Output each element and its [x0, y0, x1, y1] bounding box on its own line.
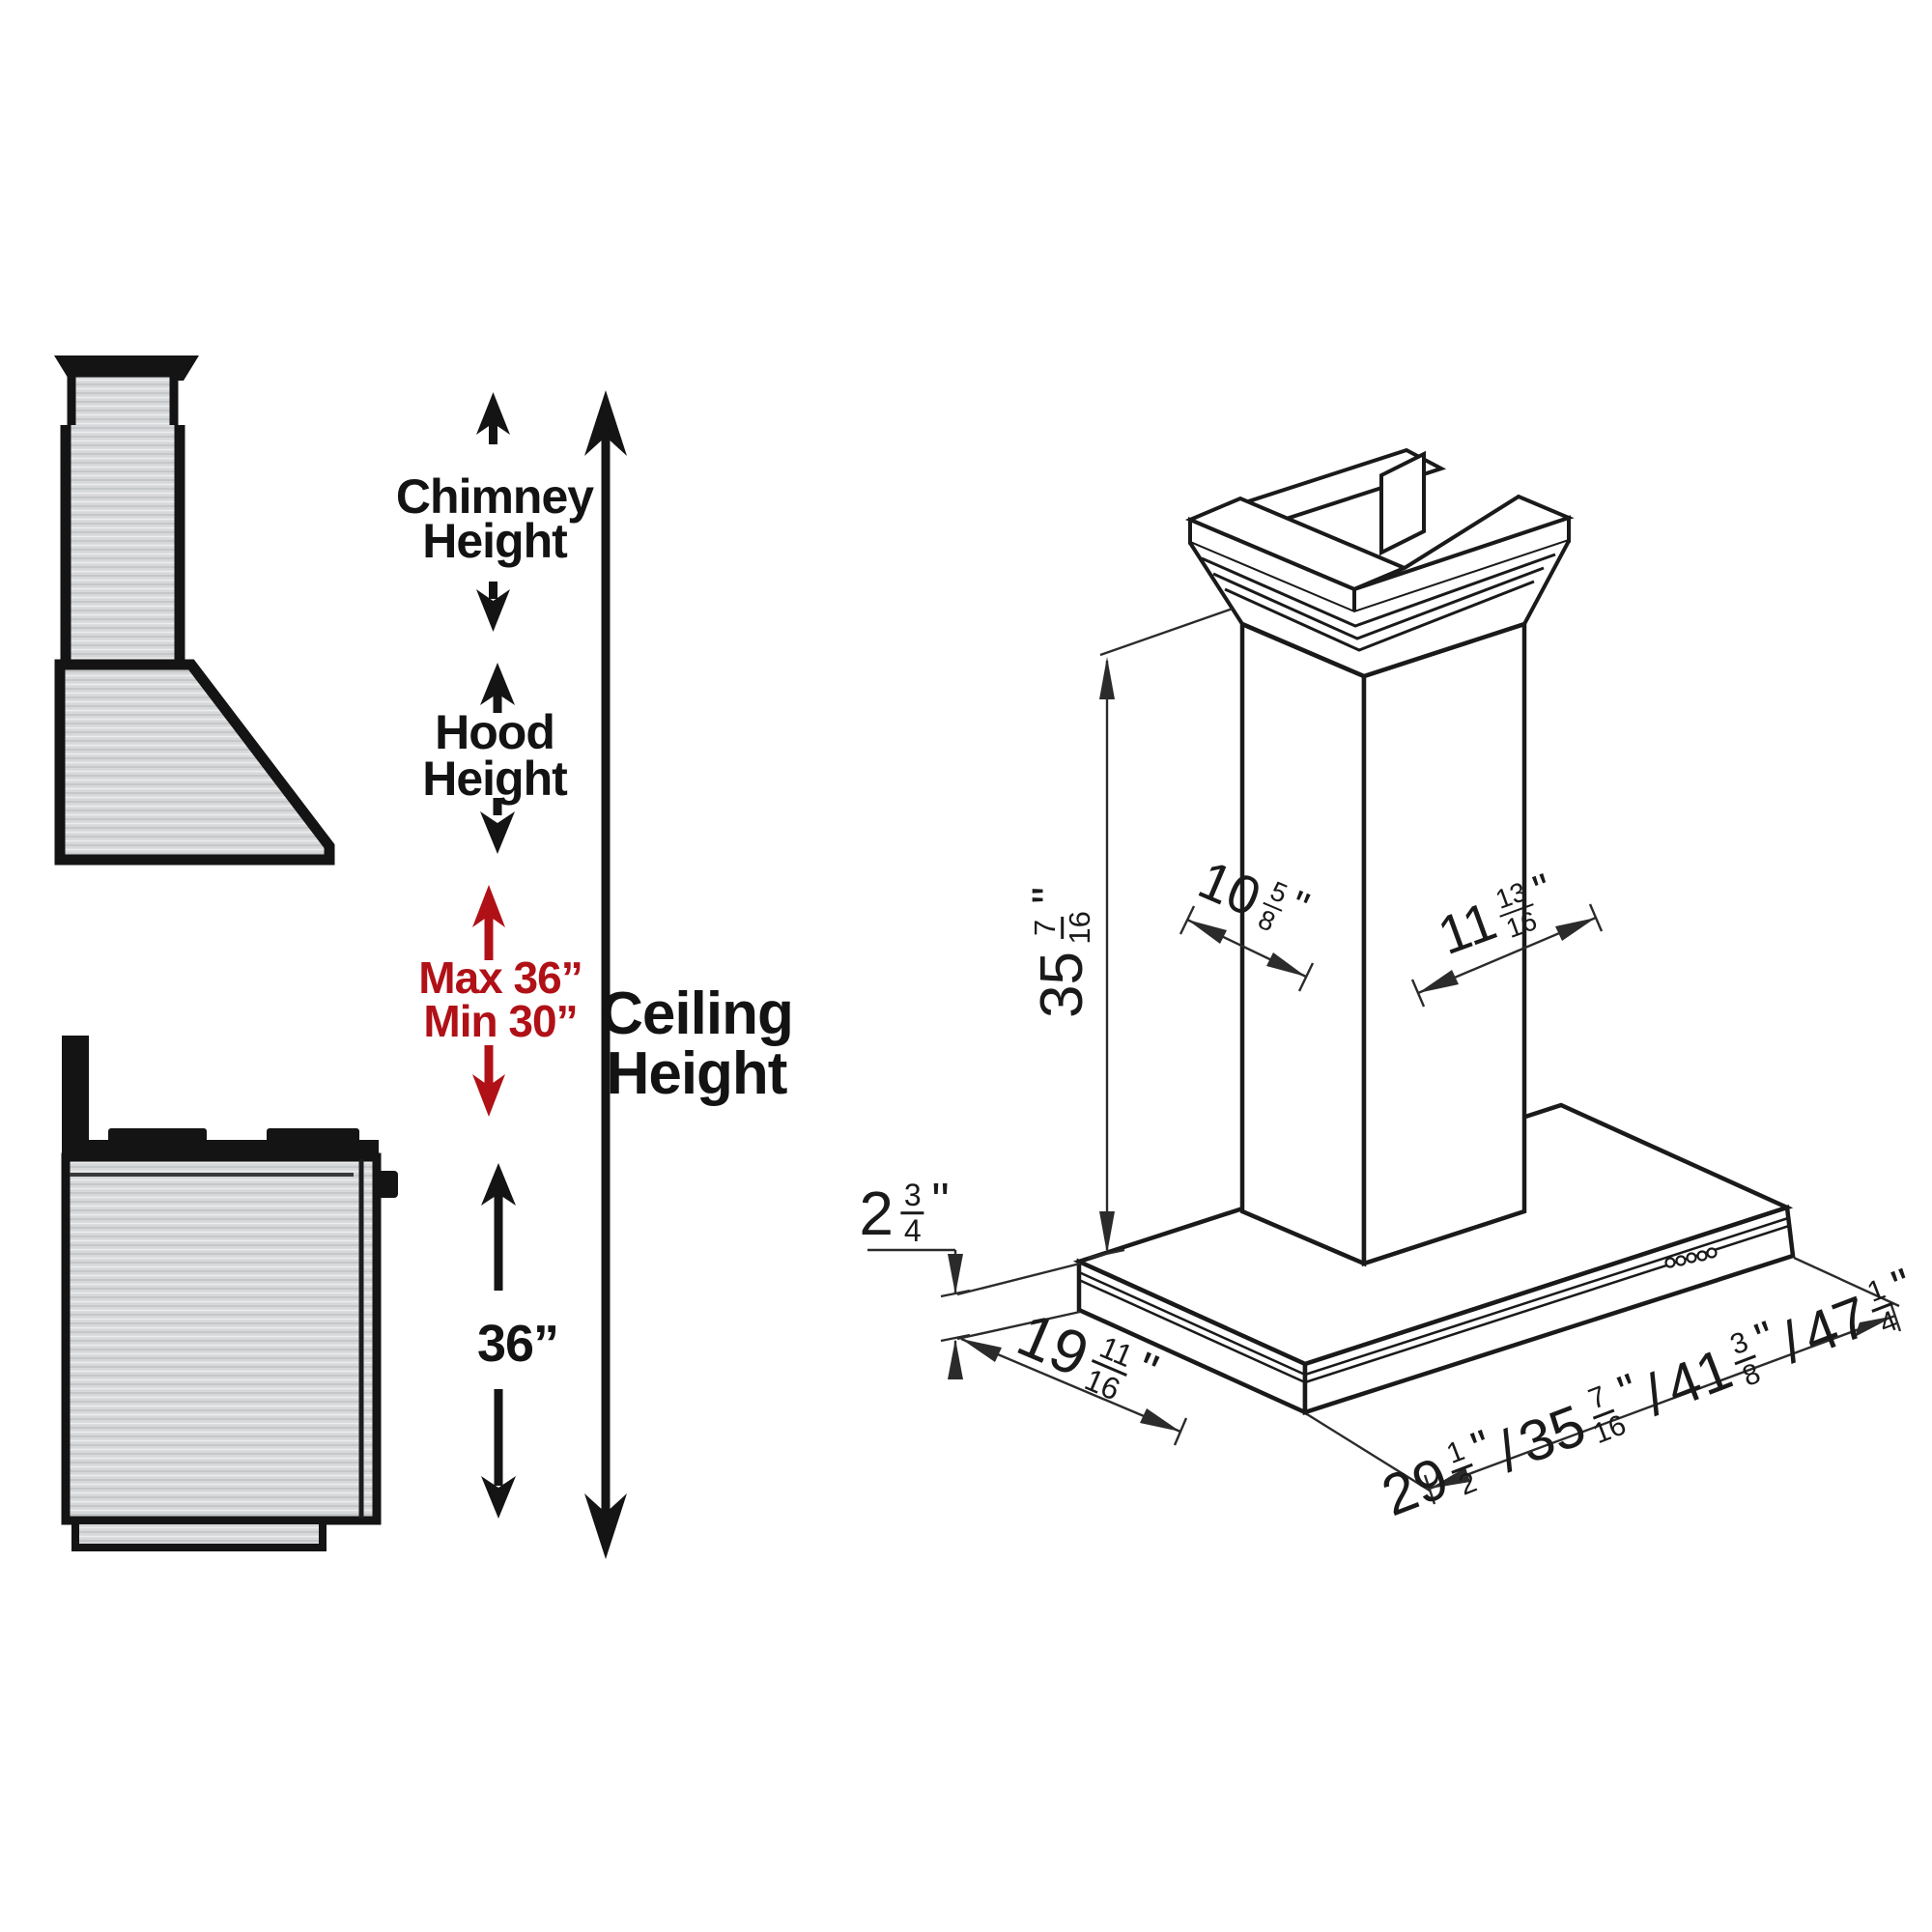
- dim-base-depth-line: [960, 1337, 1188, 1446]
- dim-top-left-depth-line: [1179, 905, 1315, 992]
- crown-profile-line-3: [1224, 580, 1535, 652]
- annotation-arrows: [472, 390, 627, 1559]
- crown-left-silhouette: [1188, 541, 1244, 626]
- range-distance-down-arrow: [481, 1389, 516, 1519]
- dim-ref-crown: [1099, 607, 1234, 657]
- hood-height-label-line2: Height: [422, 752, 568, 806]
- wall-hood-side-view: [54, 355, 335, 866]
- dim-chimney-height-line: [1087, 607, 1234, 1260]
- range-handle: [375, 1171, 398, 1198]
- dimension-lines: [867, 607, 1902, 1505]
- chimney-height-down-arrow: [476, 582, 510, 632]
- ceiling-height-label-line2: Height: [606, 1040, 788, 1107]
- clearance-min-label: Min 30”: [423, 996, 578, 1046]
- range-side-view: [61, 1036, 398, 1551]
- range-kickplate: [71, 1517, 327, 1551]
- crown-molding: [1184, 447, 1575, 679]
- crown-right-silhouette: [1522, 540, 1571, 625]
- hood-chimney-outer-fill: [66, 425, 180, 665]
- clearance-down-arrow: [472, 1045, 505, 1117]
- dim-ref-base-top: [956, 1262, 1081, 1296]
- hood-body: [54, 659, 335, 866]
- chimney-column-left-face: [1239, 620, 1367, 1267]
- dim-base-thickness-line: [867, 1248, 1081, 1379]
- range-backsplash: [62, 1036, 89, 1157]
- control-buttons: [1664, 1247, 1718, 1268]
- range-distance-label: 36”: [476, 1315, 559, 1373]
- clearance-up-arrow: [472, 885, 505, 960]
- hood-height-down-arrow: [480, 798, 515, 854]
- crown-profile-line-1: [1201, 553, 1556, 628]
- range-body: [61, 1152, 382, 1525]
- clearance-max-label: Max 36”: [418, 952, 582, 1003]
- dim-ref-base-bottom: [956, 1310, 1081, 1341]
- range-distance-up-arrow: [481, 1163, 516, 1291]
- chimney-height-up-arrow: [476, 392, 510, 444]
- dim-top-right-width-line: [1410, 903, 1604, 1008]
- island-hood-isometric: [1072, 447, 1796, 1416]
- ceiling-height-label-line1: Ceiling: [600, 980, 794, 1047]
- crown-inner-panel: [1379, 450, 1426, 556]
- crown-bottom-edge: [1241, 621, 1525, 679]
- hood-height-label-line1: Hood: [435, 705, 555, 759]
- chimney-height-label-line1: Chimney: [395, 469, 594, 524]
- crown-profile-fill: [1190, 541, 1569, 676]
- chimney-height-label-line2: Height: [422, 514, 568, 568]
- crown-profile-line-2: [1212, 566, 1545, 640]
- hood-height-up-arrow: [480, 663, 515, 713]
- dim-hood-width-line: [1306, 1256, 1902, 1505]
- ceiling-height-arrow: [584, 390, 627, 1559]
- dim-tick-base: [1087, 1248, 1125, 1260]
